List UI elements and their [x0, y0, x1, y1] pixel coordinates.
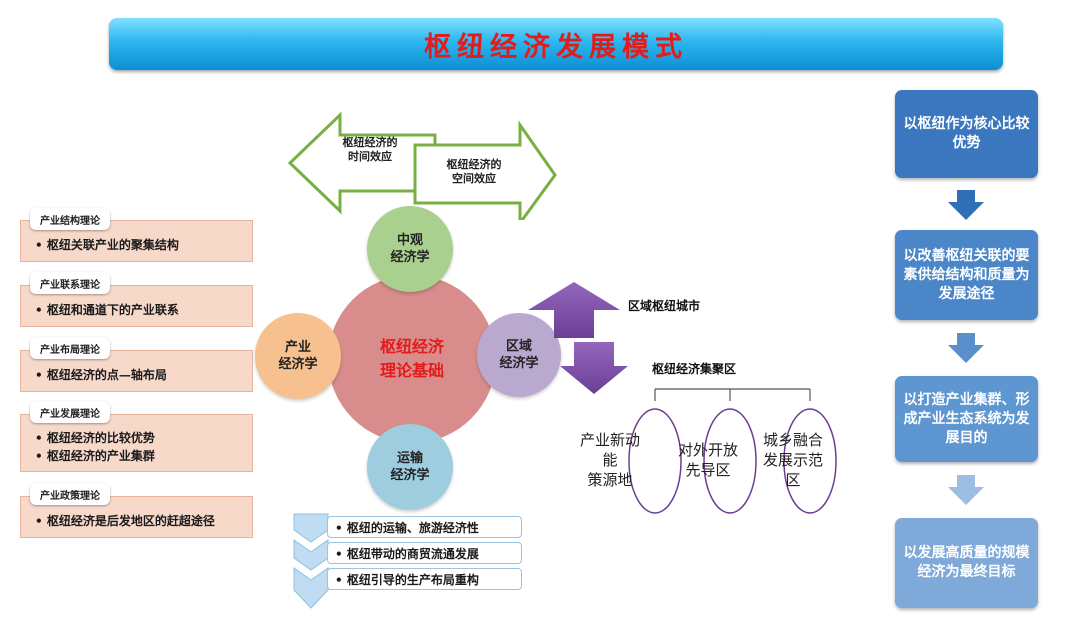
theory-header-policy: 产业政策理论	[30, 483, 110, 505]
flow-step-4: 以发展高质量的规模经济为最终目标	[895, 518, 1038, 608]
chevron-2	[293, 539, 329, 571]
theory-item: • 枢纽和通道下的产业联系	[35, 303, 179, 317]
circle-regional-economics: 区域 经济学	[477, 313, 561, 397]
theory-header-structure: 产业结构理论	[30, 208, 110, 230]
flow-step-2: 以改善枢纽关联的要素供给结构和质量为发展途径	[895, 230, 1038, 320]
theory-header-layout: 产业布局理论	[30, 337, 110, 359]
flow-step-3-text: 以打造产业集群、形成产业生态系统为发展目的	[903, 391, 1030, 446]
circle-transport-label: 运输 经济学	[390, 451, 430, 483]
flow-step-3: 以打造产业集群、形成产业生态系统为发展目的	[895, 376, 1038, 462]
flow-step-1: 以枢纽作为核心比较优势	[895, 90, 1038, 178]
transport-item-3: • 枢纽引导的生产布局重构	[327, 568, 522, 590]
chevron-3	[293, 567, 329, 609]
flow-step-2-text: 以改善枢纽关联的要素供给结构和质量为发展途径	[903, 247, 1030, 302]
zone-ellipse-1	[628, 408, 682, 514]
region-city-label: 区域枢纽城市	[628, 299, 701, 313]
zone-ellipse-3	[783, 408, 837, 514]
circle-meso-label: 中观 经济学	[390, 233, 430, 265]
transport-item-1: • 枢纽的运输、旅游经济性	[327, 516, 522, 538]
chevron-stack	[293, 513, 329, 609]
theory-item: • 枢纽经济的比较优势	[35, 431, 155, 445]
circle-transport-economics: 运输 经济学	[367, 424, 453, 510]
up-arrow	[528, 282, 620, 338]
theory-item: • 枢纽经济的点—轴布局	[35, 368, 167, 382]
center-label-line1: 枢纽经济	[379, 337, 444, 356]
zone-label-urban-rural: 城乡融合 发展示范 区	[762, 431, 823, 489]
space-effect-label: 枢纽经济的 空间效应	[446, 158, 502, 185]
flow-arrow-1	[948, 190, 984, 220]
circle-meso-economics: 中观 经济学	[367, 206, 453, 292]
down-arrow	[560, 342, 628, 394]
flow-arrow-2	[948, 333, 984, 363]
circle-industrial-label: 产业 经济学	[278, 340, 318, 372]
title-bar: 枢纽经济发展模式	[109, 18, 1003, 70]
theory-item: • 枢纽关联产业的聚集结构	[35, 238, 179, 252]
zone-tree	[628, 388, 837, 514]
theory-item: • 枢纽经济是后发地区的赶超途径	[35, 514, 215, 528]
theory-header-development: 产业发展理论	[30, 401, 110, 423]
region-cluster-label: 枢纽经济集聚区	[652, 362, 737, 376]
theory-box-development: • 枢纽经济的比较优势 • 枢纽经济的产业集群	[20, 414, 253, 472]
transport-item-2: • 枢纽带动的商贸流通发展	[327, 542, 522, 564]
center-circle: 枢纽经济 理论基础	[328, 275, 496, 443]
theory-header-linkage: 产业联系理论	[30, 272, 110, 294]
page-title: 枢纽经济发展模式	[424, 31, 688, 63]
space-effect-arrow	[413, 120, 557, 220]
zone-label-new-momentum: 产业新动 能 策源地	[579, 431, 640, 489]
circle-regional-label: 区域 经济学	[499, 339, 539, 371]
effect-arrows	[287, 111, 557, 220]
flow-step-1-text: 以枢纽作为核心比较优势	[903, 116, 1030, 151]
flow-arrow-3	[948, 475, 984, 505]
zone-ellipse-2	[703, 408, 757, 514]
chevron-1	[293, 513, 329, 543]
center-label-line2: 理论基础	[379, 361, 444, 380]
zone-label-opening-pilot: 对外开放 先导区	[677, 441, 738, 479]
theory-item: • 枢纽经济的产业集群	[35, 449, 155, 463]
circle-industrial-economics: 产业 经济学	[255, 313, 341, 399]
time-effect-label: 枢纽经济的 时间效应	[342, 136, 398, 163]
region-arrows	[528, 282, 628, 394]
flow-step-4-text: 以发展高质量的规模经济为最终目标	[903, 545, 1030, 580]
